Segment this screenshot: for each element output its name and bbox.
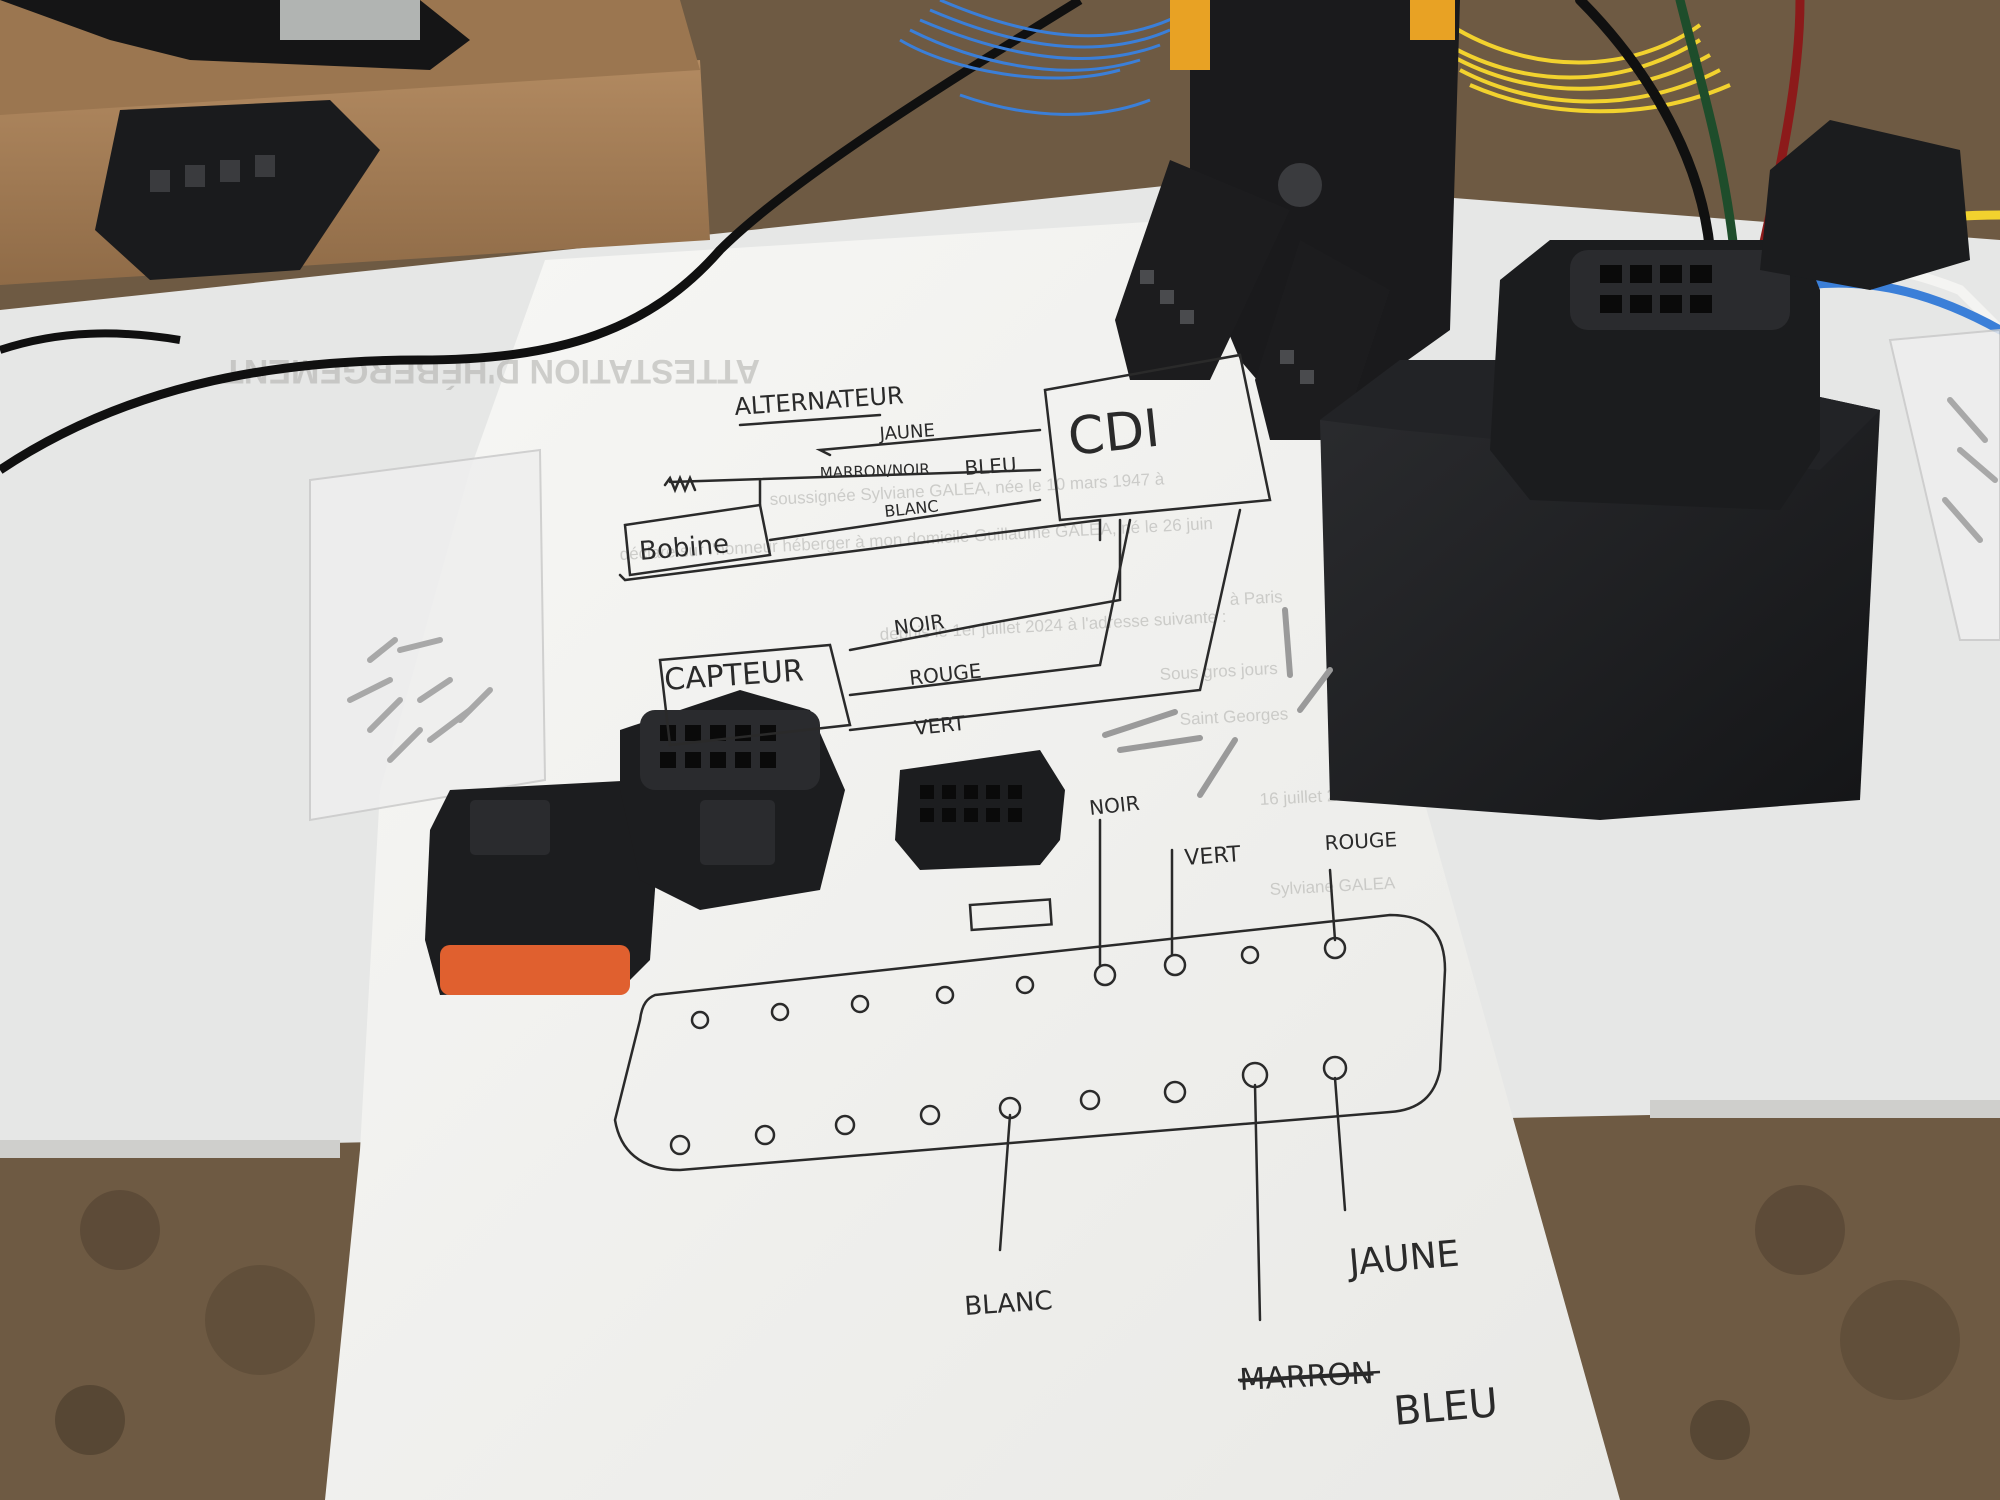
pin-label-jaune: JAUNE [1345, 1233, 1461, 1284]
capteur-outline [658, 643, 852, 747]
pliers-yellow-grip-2 [1410, 0, 1455, 40]
crimping-pliers-jaw-left [1115, 160, 1290, 380]
workbench-texture [55, 1185, 1960, 1460]
black-cable [0, 0, 1083, 474]
third-connector[interactable] [895, 750, 1065, 870]
wiring-diagram [618, 353, 1272, 747]
small-connector-top-right [1760, 120, 1970, 290]
crimp-jaw-teeth [150, 155, 275, 192]
letter-line-3: à Paris [1229, 587, 1283, 609]
cdi-connector-pins [1600, 265, 1712, 313]
label-marron-noir: MARRON/NOIR [820, 460, 931, 482]
pinout-labels: NOIR VERT ROUGE BLANC MARRON JAUNE BLEU [963, 791, 1499, 1435]
loose-terminals [1102, 607, 1333, 798]
terminal-bag-left [309, 448, 547, 822]
pinout-diagram [613, 818, 1447, 1322]
yellow-wire-spool [1438, 23, 1731, 114]
blue-wire-spool [899, 0, 1181, 116]
connector-orange-lock[interactable] [440, 945, 630, 995]
second-connector-latch [700, 800, 775, 865]
third-connector-pins [920, 785, 1022, 822]
pliers-teeth [1140, 270, 1314, 384]
cdi-outline [1043, 353, 1272, 522]
label-cdi: CDI [1065, 399, 1162, 468]
crimp-tool-left-jaw [95, 100, 380, 280]
marron-strikethrough [1237, 1370, 1381, 1382]
pliers-yellow-grip [1170, 0, 1210, 70]
clear-part [280, 0, 420, 40]
black-cable-left [0, 329, 181, 354]
pin-label-blanc: BLANC [963, 1286, 1053, 1322]
label-bleu-top: BLEU [964, 452, 1018, 480]
label-vert-top: VERT [913, 711, 967, 740]
board-edge [0, 1140, 340, 1158]
bobine-outline [623, 503, 772, 577]
crimping-pliers-handle [1190, 0, 1460, 430]
crimping-pliers-jaw-right [1255, 240, 1390, 440]
second-connector-pins [660, 725, 776, 768]
connector-orange-latch [470, 800, 550, 855]
label-jaune-top: JAUNE [878, 420, 936, 445]
pliers-pivot [1278, 163, 1322, 207]
terminals-in-bag [347, 637, 493, 763]
pin-label-noir: NOIR [1088, 791, 1141, 820]
pin-label-bleu: BLEU [1392, 1380, 1500, 1435]
board-edge-right [1650, 1100, 2000, 1118]
pin-label-rouge: ROUGE [1324, 827, 1398, 855]
terminals-in-bag-right [1942, 397, 1998, 543]
pinout-outline [613, 913, 1447, 1172]
cdi-connector-face [1570, 250, 1790, 330]
terminal-bag-right [1888, 328, 2000, 641]
pin-label-vert: VERT [1184, 842, 1242, 871]
